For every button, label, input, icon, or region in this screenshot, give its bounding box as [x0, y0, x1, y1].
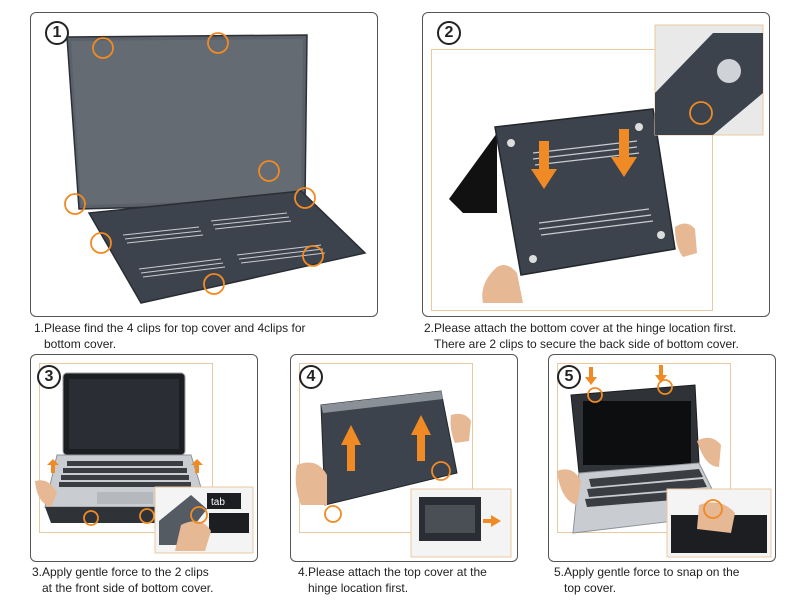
step-1-number: 1 [45, 21, 69, 45]
step-2-number: 2 [437, 21, 461, 45]
arrow-down-icon [611, 129, 637, 177]
clip-circle-icon [294, 187, 316, 209]
arrow-up-icon [47, 459, 59, 473]
clip-circle-icon [689, 101, 713, 125]
step-4-caption: 4.Please attach the top cover at the hin… [298, 564, 538, 596]
hand-icon [295, 462, 327, 505]
step-3-illustration: tab [35, 372, 254, 554]
hand-icon [450, 413, 471, 443]
step-1-panel: 1 [30, 12, 378, 317]
step-4-panel: 4 [290, 354, 518, 562]
clip-circle-icon [324, 505, 342, 523]
clip-circle-icon [703, 499, 723, 519]
step-5-panel: 5 [548, 354, 776, 562]
clip-circle-icon [90, 232, 112, 254]
step-4-caption-line1: 4.Please attach the top cover at the [298, 565, 487, 579]
keyboard-key-label: tab [211, 497, 225, 508]
clip-circle-icon [431, 461, 451, 481]
arrow-down-icon [585, 367, 597, 385]
vent-grille [122, 212, 326, 278]
clip-circle-icon [64, 193, 86, 215]
step-2-panel: 2 [422, 12, 770, 317]
step-3-frame [39, 363, 213, 533]
hand-icon [557, 469, 581, 505]
step-5-caption-line2: top cover. [564, 581, 617, 595]
step-3-caption-line2: at the front side of bottom cover. [42, 581, 214, 595]
arrow-up-icon [411, 415, 431, 461]
clip-circle-icon [302, 245, 324, 267]
step-1-illustration [64, 32, 367, 304]
step-3-number: 3 [37, 365, 61, 389]
step-5-caption: 5.Apply gentle force to snap on the top … [554, 564, 794, 596]
arrow-left-icon [483, 515, 501, 527]
clip-circle-icon [587, 387, 603, 403]
step-5-illustration [557, 365, 772, 558]
laptop-screen [583, 401, 691, 465]
step-4-caption-line2: hinge location first. [308, 581, 409, 595]
step-3-panel: 3 tab [30, 354, 258, 562]
clip-circle-icon [83, 510, 99, 526]
hand-icon [675, 223, 697, 257]
step-1-caption-line1: 1.Please find the 4 clips for top cover … [34, 321, 306, 335]
step-1-caption-line2: bottom cover. [44, 337, 117, 351]
clip-circle-icon [657, 379, 673, 395]
step-4-number: 4 [299, 365, 323, 389]
clip-circle-icon [258, 160, 280, 182]
step-5-frame [557, 363, 731, 533]
step-5-number: 5 [557, 365, 581, 389]
step-2-frame [431, 49, 713, 311]
step-2-illustration [449, 24, 764, 303]
clip-circle-icon [92, 37, 114, 59]
clip-circle-icon [190, 506, 208, 524]
hand-icon [697, 437, 721, 467]
laptop-lid [449, 133, 497, 213]
arrow-up-icon [191, 459, 203, 473]
step-3-caption-line1: 3.Apply gentle force to the 2 clips [32, 565, 209, 579]
hand-icon [175, 521, 211, 551]
clip-circle-icon [139, 508, 155, 524]
hand-icon [35, 480, 57, 507]
step-5-caption-line1: 5.Apply gentle force to snap on the [554, 565, 740, 579]
step-3-caption: 3.Apply gentle force to the 2 clips at t… [32, 564, 272, 596]
step-4-illustration [295, 390, 512, 558]
step-1-caption: 1.Please find the 4 clips for top cover … [34, 320, 374, 352]
step-2-caption: 2.Please attach the bottom cover at the … [424, 320, 774, 352]
clip-circle-icon [207, 32, 229, 54]
step-2-caption-line2: There are 2 clips to secure the back sid… [434, 337, 739, 351]
hand-icon [482, 265, 523, 303]
arrow-down-icon [531, 141, 557, 189]
arrow-up-icon [341, 425, 361, 471]
arrow-down-icon [655, 365, 667, 383]
step-4-frame [299, 363, 473, 533]
step-2-caption-line1: 2.Please attach the bottom cover at the … [424, 321, 737, 335]
clip-circle-icon [203, 273, 225, 295]
bottom-cover [494, 108, 676, 276]
